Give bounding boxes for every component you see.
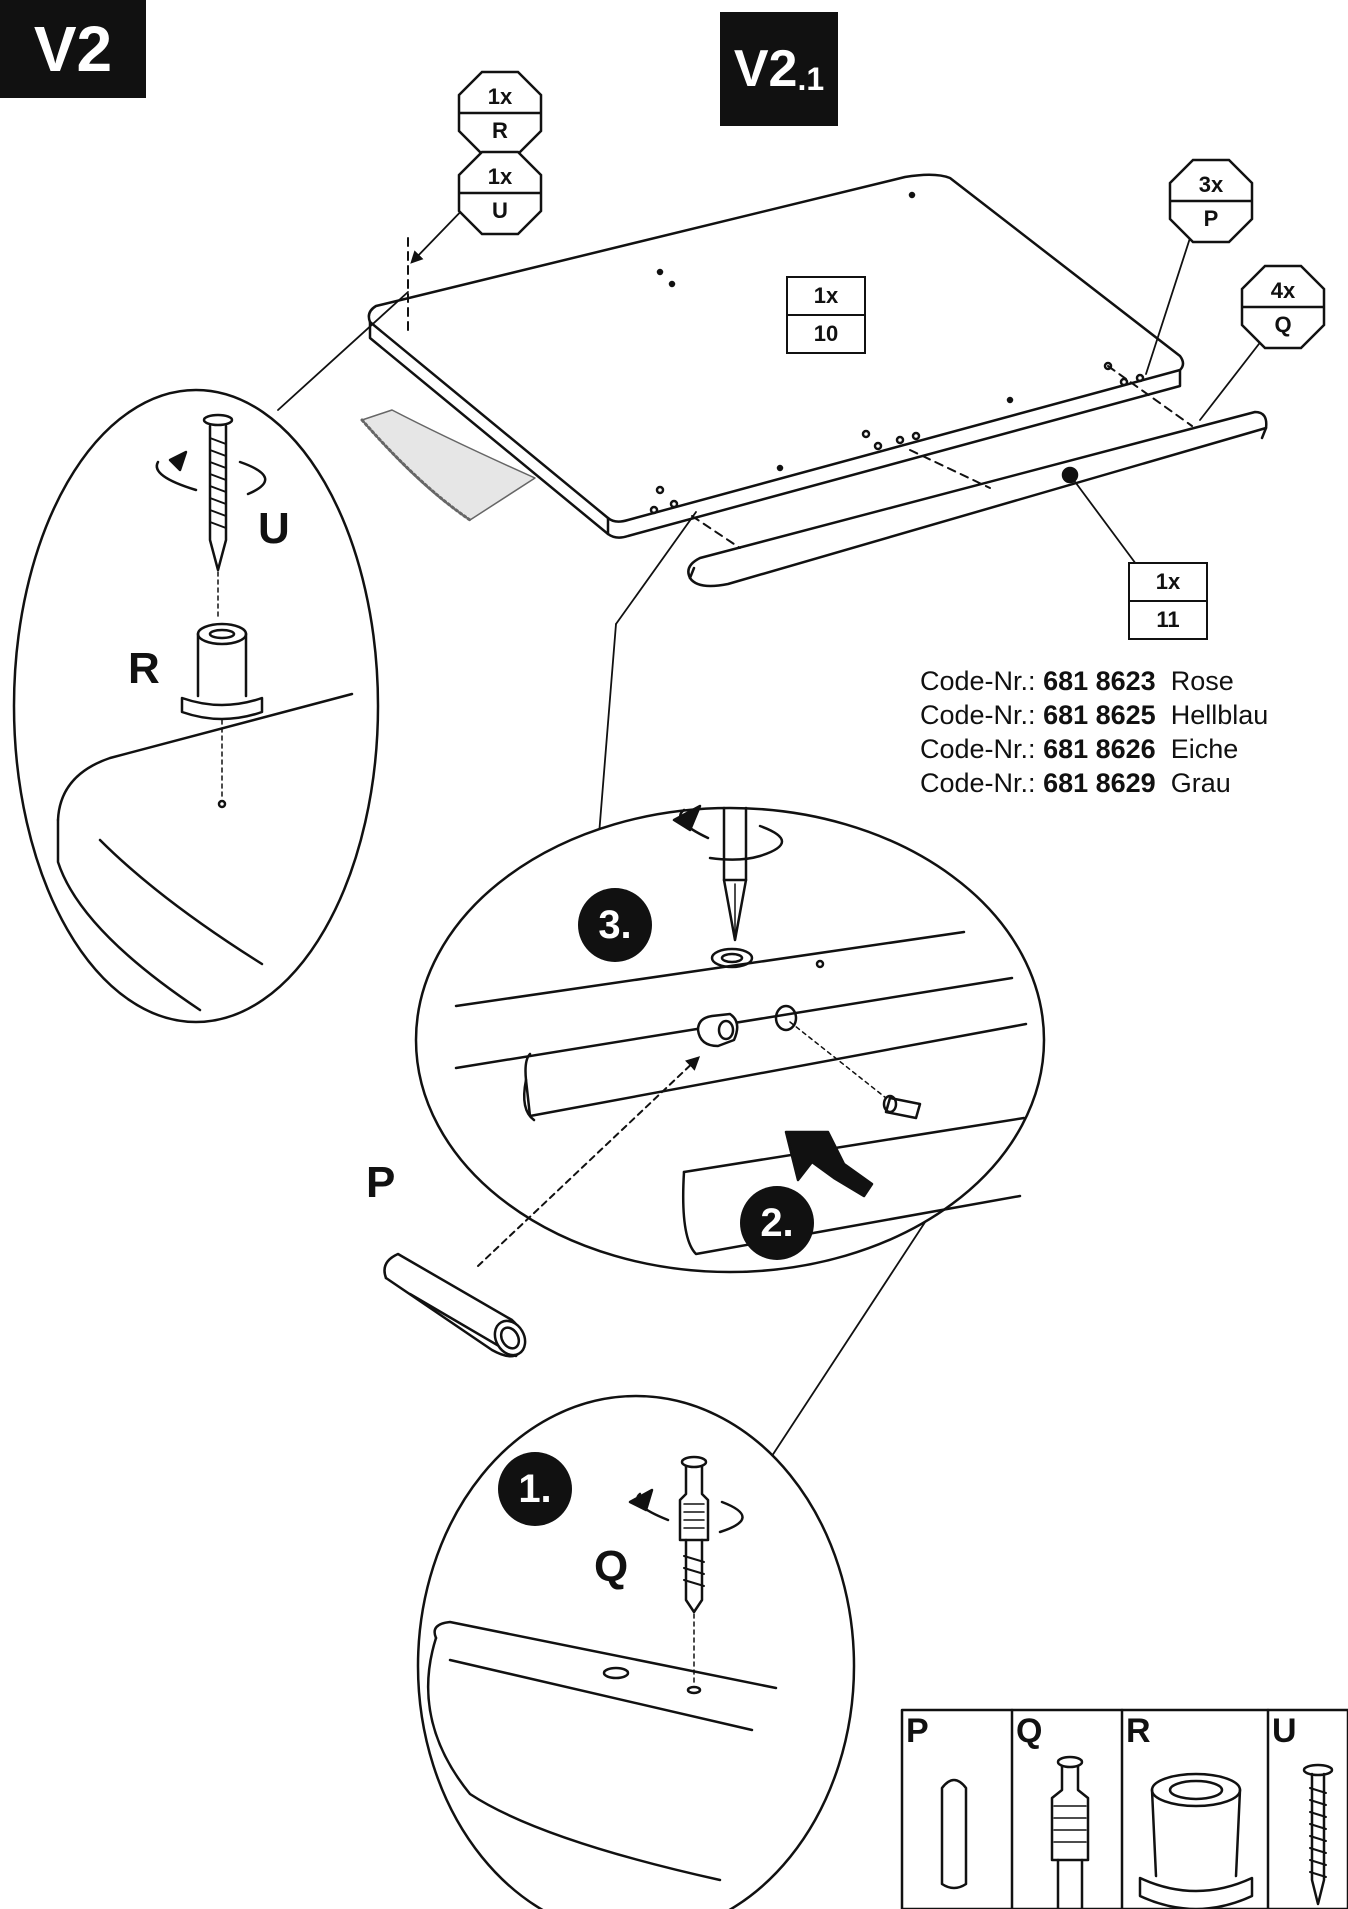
rail-part xyxy=(687,410,1268,588)
leader-lines xyxy=(277,201,1263,1463)
label-r: R xyxy=(128,644,160,693)
hardware-label-u: U xyxy=(1272,1712,1297,1750)
hardware-label-q: Q xyxy=(1016,1712,1043,1750)
detail-circle-u-r xyxy=(12,388,380,1024)
hardware-label-p: P xyxy=(906,1712,929,1750)
hardware-table xyxy=(900,1708,1348,1909)
code-line: Code-Nr.: 681 8625 Hellblau xyxy=(920,700,1269,730)
dowel-p xyxy=(383,1252,527,1358)
code-line: Code-Nr.: 681 8626 Eiche xyxy=(920,734,1239,764)
sub-step-header: V2.1 xyxy=(720,12,838,126)
step-header: V2 xyxy=(0,0,146,98)
code-numbers: Code-Nr.: 681 8623 Rose Code-Nr.: 681 86… xyxy=(920,664,1268,800)
step-3-badge: 3. xyxy=(578,888,652,962)
label-p: P xyxy=(366,1158,396,1207)
code-line: Code-Nr.: 681 8629 Grau xyxy=(920,768,1231,798)
label-q: Q xyxy=(594,1542,629,1591)
detail-circle-p xyxy=(414,804,1046,1274)
label-u: U xyxy=(258,504,290,553)
assembly-guides xyxy=(407,237,1193,549)
hardware-label-r: R xyxy=(1126,1712,1151,1750)
step-2-badge: 2. xyxy=(740,1186,814,1260)
tabletop-panel xyxy=(360,173,1185,539)
detail-circle-q xyxy=(416,1394,856,1909)
code-line: Code-Nr.: 681 8623 Rose xyxy=(920,666,1234,696)
step-1-badge: 1. xyxy=(498,1452,572,1526)
